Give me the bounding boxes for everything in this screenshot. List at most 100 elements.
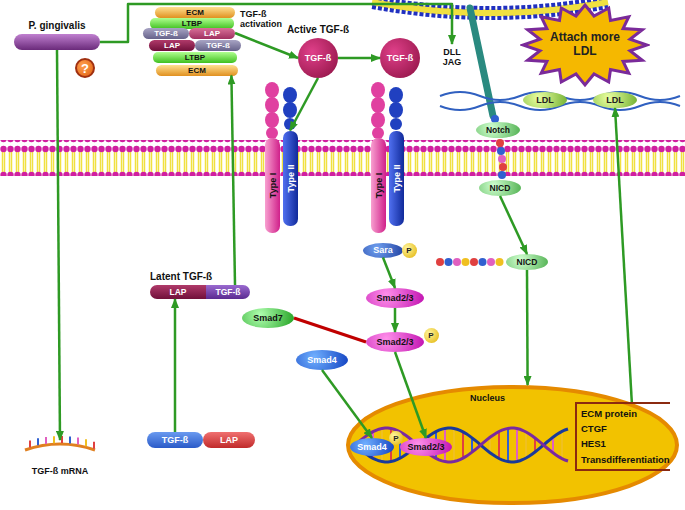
edge-label: TGF-ß activation	[240, 9, 288, 30]
ldl-strands	[440, 92, 680, 110]
pathway-arrow	[322, 370, 372, 438]
node-label: Nucleus	[470, 393, 505, 403]
sara-protein: Sara	[363, 243, 403, 258]
node-label: LTBP	[182, 19, 202, 28]
node-label: HES1	[581, 436, 670, 451]
node-label: TGF-ß	[305, 53, 332, 63]
mrna-tick	[53, 436, 55, 443]
pathway-arrow	[500, 196, 527, 254]
pathway-arrow	[231, 76, 235, 286]
nucleus: NucleusSmad4PSmad2/3ECM proteinCTGFHES1T…	[345, 385, 680, 505]
pathway-arrow	[290, 78, 318, 131]
notch-segment: NICD	[506, 254, 548, 270]
node-label: Smad2/3	[407, 442, 444, 452]
receptor-bulb	[390, 118, 402, 130]
node-label: LDL	[536, 95, 554, 105]
ldl-particle: LDL	[593, 92, 637, 108]
bead	[479, 258, 487, 266]
pathway-arrow	[395, 352, 426, 438]
node-label: Transdifferentiation	[581, 452, 670, 467]
starburst: Attach more LDL	[520, 2, 650, 88]
nicd-chain	[436, 258, 504, 266]
heading-label: P. gingivalis	[28, 20, 85, 31]
node-label: Type I	[373, 172, 383, 197]
mrna-backbone	[25, 444, 95, 450]
heading-label: Active TGF-ß	[287, 24, 349, 35]
node-label: P	[428, 331, 433, 340]
dna-rung	[525, 432, 527, 458]
bead	[436, 258, 444, 266]
smad-protein: Smad4	[350, 438, 394, 456]
lap-segment: LAP	[150, 285, 206, 299]
node-label: Smad4	[357, 442, 387, 452]
ltbp-bar: LTBP	[150, 18, 234, 29]
smad-protein: Smad2/3	[366, 288, 424, 308]
bead	[445, 258, 453, 266]
bead	[497, 147, 505, 155]
node-label: ?	[81, 61, 89, 76]
smad-protein: Smad2/3	[366, 332, 424, 352]
node-label: Smad4	[307, 355, 337, 365]
node-label: Type II	[391, 164, 401, 192]
type1-receptor: Type I	[371, 138, 386, 233]
node-label: LAP	[170, 287, 187, 297]
starburst-shape	[523, 5, 647, 85]
ligand-label: DLL JAG	[436, 44, 468, 72]
node-label: Notch	[486, 125, 510, 135]
dna-rung	[516, 429, 518, 462]
pathway-arrow	[100, 4, 452, 44]
pathway-arrow	[57, 50, 60, 440]
tgf-beta-segment: TGF-ß	[147, 432, 203, 448]
pathway-arrow	[383, 258, 395, 289]
phosphate-badge: P	[402, 243, 417, 258]
node-label: Attach more LDL	[545, 31, 625, 59]
receptor-bulb	[265, 82, 279, 98]
node-label: Type II	[285, 164, 295, 192]
dna-rung	[507, 428, 509, 461]
node-label: ECM	[188, 66, 206, 75]
pathway-arrow	[235, 33, 298, 58]
lap-segment: LAP	[203, 432, 255, 448]
mrna-tick	[85, 439, 87, 446]
node-label: TGF-ß mRNA	[32, 466, 89, 476]
pathway-arrow	[174, 299, 177, 432]
node-label: Smad7	[253, 313, 283, 323]
bead	[470, 258, 478, 266]
bead	[462, 258, 470, 266]
smad-protein: Smad4	[296, 350, 348, 370]
mrna-tick	[61, 436, 63, 443]
node-label: CTGF	[581, 421, 670, 436]
receptor-bulb	[265, 112, 279, 128]
bead	[453, 258, 461, 266]
receptor-bulb	[371, 112, 385, 128]
node-label: TGF-ß	[215, 287, 240, 297]
bead	[496, 258, 504, 266]
type2-receptor: Type II	[389, 131, 404, 226]
mrna-tick	[45, 437, 47, 444]
bead	[496, 139, 504, 147]
receptor-bulb	[389, 87, 403, 103]
node-label: NICD	[490, 183, 511, 193]
type2-receptor: Type II	[283, 131, 298, 226]
node-label: LAP	[204, 29, 220, 38]
node-label: Smad2/3	[376, 293, 413, 303]
active-tgf-beta: Active TGF-ßTGF-ß	[298, 38, 338, 78]
receptor-bulb	[265, 97, 279, 113]
nucleus-ellipse	[348, 387, 677, 503]
mrna-tick	[93, 442, 95, 449]
receptor-bulb	[283, 102, 297, 118]
cell-membrane	[0, 140, 685, 176]
bead	[487, 258, 495, 266]
bead	[499, 163, 507, 171]
node-label: DLL JAG	[438, 48, 466, 68]
tgf-beta-segment: TGF-ß	[206, 285, 250, 299]
dna-rung	[462, 432, 464, 458]
receptor-bulb	[371, 82, 385, 98]
notch-segment: Notch	[476, 122, 520, 138]
receptor-bulb	[283, 87, 297, 103]
node-label: Type I	[267, 172, 277, 197]
node-label: P	[393, 434, 398, 443]
smad-protein: Smad7	[242, 308, 294, 328]
mrna: TGF-ß mRNA	[20, 440, 100, 476]
ltbp-bar: LTBP	[153, 52, 237, 63]
